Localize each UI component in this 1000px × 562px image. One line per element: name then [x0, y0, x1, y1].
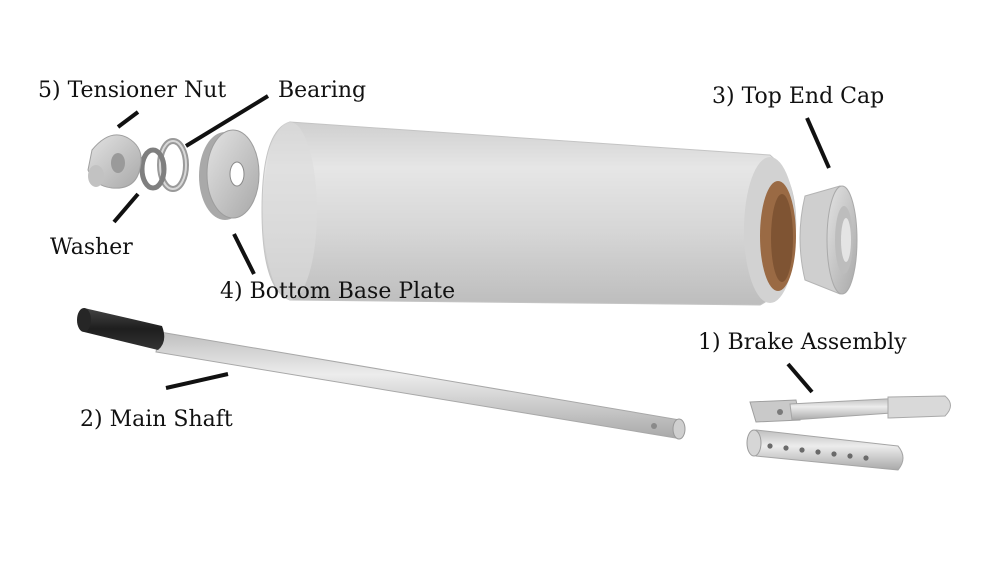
leader-brake-assembly: [786, 362, 814, 394]
leader-main-shaft: [165, 372, 229, 390]
film-roll: [261, 121, 797, 306]
label-main-shaft: 2) Main Shaft: [80, 407, 233, 432]
leader-bottom-base-plate: [232, 233, 256, 275]
black-grip: [80, 308, 165, 350]
bearing: [157, 138, 189, 192]
brake-assembly: [746, 395, 951, 471]
tensioner-nut: [87, 134, 142, 189]
label-bottom-base-plate: 4) Bottom Base Plate: [220, 279, 456, 304]
label-washer: Washer: [50, 235, 133, 260]
leader-top-end-cap: [805, 117, 831, 169]
label-top-end-cap: 3) Top End Cap: [712, 84, 885, 109]
bottom-base-plate: [199, 129, 260, 220]
leader-washer: [112, 192, 140, 224]
washer: [139, 147, 167, 191]
leader-lines: [112, 94, 831, 394]
leader-bearing: [184, 94, 270, 148]
label-bearing: Bearing: [278, 78, 367, 103]
leader-tensioner-nut: [116, 110, 140, 129]
top-end-cap: [799, 185, 858, 295]
label-tensioner-nut: 5) Tensioner Nut: [38, 78, 227, 103]
main-shaft: [77, 308, 686, 440]
label-brake-assembly: 1) Brake Assembly: [698, 330, 907, 355]
